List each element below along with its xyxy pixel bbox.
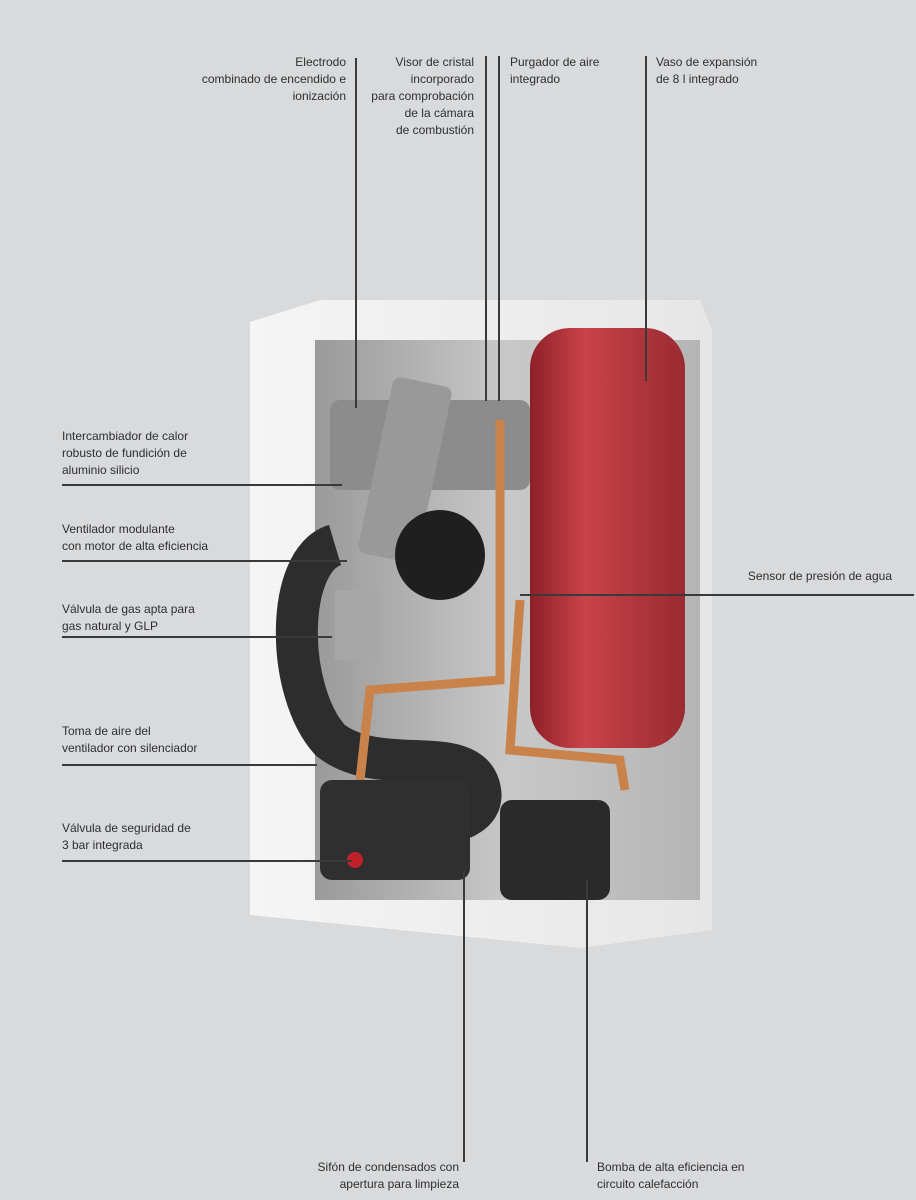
leader-line-electrodo: [355, 58, 357, 408]
copper-pipes: [355, 420, 630, 791]
leader-line-toma-aire: [62, 764, 317, 766]
leader-line-visor: [485, 56, 487, 401]
label-line: Sifón de condensados con: [317, 1160, 459, 1174]
leader-line-intercambiador: [62, 484, 342, 486]
expansion-vessel: [530, 328, 685, 748]
label-line: ionización: [292, 89, 346, 103]
label-visor: Visor de cristal incorporado para compro…: [371, 54, 474, 139]
label-line: Ventilador modulante: [62, 522, 175, 536]
leader-line-valvula-seguridad: [62, 860, 352, 862]
gas-valve: [335, 590, 380, 660]
label-ventilador: Ventilador modulante con motor de alta e…: [62, 521, 208, 555]
label-line: Válvula de gas apta para: [62, 602, 195, 616]
label-line: Válvula de seguridad de: [62, 821, 191, 835]
label-line: integrado: [510, 72, 561, 86]
label-intercambiador: Intercambiador de calor robusto de fundi…: [62, 428, 188, 479]
leader-line-vaso: [645, 56, 647, 381]
fan-duct: [358, 377, 452, 563]
label-line: Vaso de expansión: [656, 55, 758, 69]
label-sifon: Sifón de condensados con apertura para l…: [318, 1159, 459, 1193]
siphon: [320, 780, 470, 880]
label-sensor: Sensor de presión de agua: [748, 568, 892, 585]
label-line: Sensor de presión de agua: [747, 569, 892, 583]
label-line: combinado de encendido e: [201, 72, 346, 86]
leader-line-sifon: [463, 870, 465, 1162]
label-line: con motor de alta eficiencia: [62, 539, 209, 553]
label-bomba: Bomba de alta eficiencia en circuito cal…: [597, 1159, 744, 1193]
label-line: aluminio silicio: [62, 463, 140, 477]
label-line: robusto de fundición de: [62, 446, 187, 460]
leader-line-sensor: [520, 594, 914, 596]
label-toma-aire: Toma de aire del ventilador con silencia…: [62, 723, 197, 757]
label-line: para comprobación: [371, 89, 474, 103]
label-vaso: Vaso de expansión de 8 l integrado: [656, 54, 757, 88]
label-valvula-gas: Válvula de gas apta para gas natural y G…: [62, 601, 195, 635]
leader-line-valvula-gas: [62, 636, 332, 638]
label-line: Toma de aire del: [62, 724, 151, 738]
label-line: de la cámara: [404, 106, 474, 120]
label-line: Purgador de aire: [510, 55, 600, 69]
safety-valve: [347, 852, 363, 868]
pump: [500, 800, 610, 900]
label-line: de combustión: [395, 123, 474, 137]
label-line: 3 bar integrada: [62, 838, 143, 852]
label-line: ventilador con silenciador: [62, 741, 198, 755]
leader-line-bomba: [586, 880, 588, 1162]
label-line: circuito calefacción: [597, 1177, 699, 1191]
label-line: gas natural y GLP: [62, 619, 159, 633]
label-valvula-seguridad: Válvula de seguridad de 3 bar integrada: [62, 820, 191, 854]
label-purgador: Purgador de aire integrado: [510, 54, 599, 88]
label-line: incorporado: [410, 72, 474, 86]
label-line: Intercambiador de calor: [62, 429, 189, 443]
fan-motor: [395, 510, 485, 600]
label-electrodo: Electrodo combinado de encendido e ioniz…: [202, 54, 346, 105]
label-line: Visor de cristal: [395, 55, 474, 69]
leader-line-ventilador: [62, 560, 347, 562]
leader-line-purgador: [498, 56, 500, 401]
label-line: de 8 l integrado: [656, 72, 739, 86]
label-line: apertura para limpieza: [339, 1177, 459, 1191]
label-line: Electrodo: [295, 55, 346, 69]
label-line: Bomba de alta eficiencia en: [597, 1160, 745, 1174]
